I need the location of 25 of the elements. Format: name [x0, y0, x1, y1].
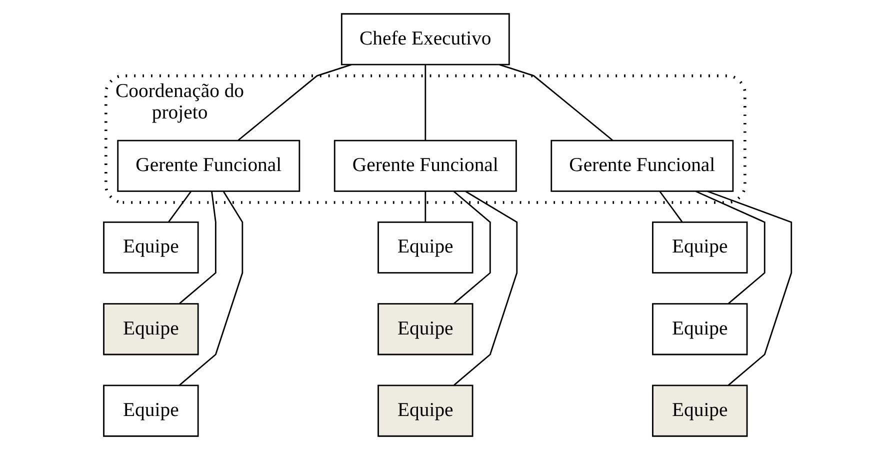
connector: [424, 191, 426, 222]
node-box: Equipe: [378, 384, 474, 437]
node-box: Equipe: [103, 221, 199, 274]
connector: [696, 190, 766, 304]
node-box: Equipe: [378, 221, 474, 274]
connector: [454, 191, 491, 304]
node-box: Equipe: [652, 221, 748, 274]
node-box: Gerente Funcional: [117, 140, 300, 192]
connector: [168, 190, 192, 223]
node-box: Gerente Funcional: [334, 140, 517, 192]
node-box: Equipe: [652, 384, 748, 437]
connector: [454, 190, 518, 386]
node-box: Equipe: [103, 303, 199, 356]
node-box: Equipe: [378, 303, 474, 356]
connector: [238, 64, 352, 141]
node-box: Chefe Executivo: [340, 13, 510, 66]
node-box: Equipe: [652, 303, 748, 356]
connector: [179, 191, 244, 386]
connector: [179, 191, 216, 304]
connector: [707, 190, 792, 386]
node-box: Gerente Funcional: [550, 140, 734, 192]
connector: [499, 64, 613, 141]
connector: [424, 65, 426, 140]
node-box: Equipe: [103, 384, 199, 437]
connector: [659, 190, 683, 223]
